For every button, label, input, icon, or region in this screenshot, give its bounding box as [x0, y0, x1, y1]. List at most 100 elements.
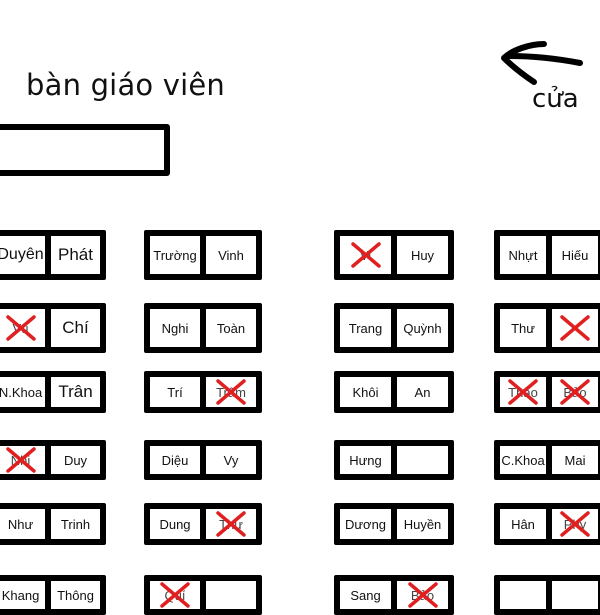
seat-right: Huyền: [397, 509, 448, 539]
seat-left: [500, 581, 552, 609]
student-name: Phy: [563, 516, 587, 532]
student-name: Bảo: [563, 384, 587, 400]
desk-c3r3: Khôi An: [334, 371, 454, 413]
seat-left: Vũ: [0, 309, 51, 347]
student-name: Vy: [223, 452, 239, 468]
seat-right: Vinh: [206, 236, 256, 274]
desk-c4r3: Thảo Bảo: [494, 371, 600, 413]
seat-left: Duyên: [0, 236, 51, 274]
student-name: N.Khoa: [0, 384, 43, 400]
seat-right: Trinh: [51, 509, 100, 539]
student-name: Nhi: [10, 452, 31, 468]
seat-right: Duy: [51, 446, 100, 474]
desk-c3r5: Dương Huyền: [334, 503, 454, 545]
student-name: Trinh: [60, 516, 91, 532]
student-name: Quí: [164, 587, 186, 603]
student-name: Vinh: [218, 247, 244, 263]
seat-right: Thư: [206, 509, 256, 539]
seat-left: Nhựt: [500, 236, 552, 274]
desk-c4r5: Hân Phy: [494, 503, 600, 545]
seat-left: Sang: [340, 581, 397, 609]
desk-c4r6: [494, 575, 600, 615]
desk-c1r1: Duyên Phát: [0, 230, 106, 280]
student-name: Bảo: [410, 587, 435, 603]
student-name: Hân: [511, 516, 535, 532]
seat-left: Quí: [150, 581, 206, 609]
student-name: Nhựt: [508, 247, 538, 263]
seat-left: C.Khoa: [500, 446, 552, 474]
seat-right: Vy: [206, 446, 256, 474]
student-name: Thảo: [508, 384, 538, 400]
seat-right: [206, 581, 256, 609]
seat-left: Trường: [150, 236, 206, 274]
student-name: Phát: [58, 245, 93, 264]
seat-right: Hiếu: [552, 236, 598, 274]
student-name: Diệu: [161, 452, 189, 468]
teacher-desk-label: bàn giáo viên: [26, 68, 226, 102]
student-name: Duy: [63, 452, 88, 468]
left-arrow-icon: [501, 41, 583, 85]
seat-right: Bảo: [397, 581, 448, 609]
desk-c3r1: Vi Huy: [334, 230, 454, 280]
student-name: Thông: [57, 587, 94, 603]
student-name: Hưng: [349, 452, 382, 468]
seat-right: Phy: [552, 509, 598, 539]
seat-left: Nhi: [0, 446, 51, 474]
cross-mark-icon: [560, 315, 590, 341]
seat-left: Diệu: [150, 446, 206, 474]
teacher-desk: [0, 124, 170, 176]
seat-right: [552, 309, 598, 347]
seat-left: Dương: [340, 509, 397, 539]
student-name: Vũ: [12, 320, 29, 336]
seat-right: Huy: [397, 236, 448, 274]
desk-c1r4: Nhi Duy: [0, 440, 106, 480]
seat-left: Như: [0, 509, 51, 539]
desk-c4r1: Nhựt Hiếu: [494, 230, 600, 280]
student-name: Thư: [511, 320, 535, 336]
student-name: Trường: [153, 247, 197, 263]
door-label: cửa: [532, 84, 579, 114]
student-name: Khôi: [352, 384, 379, 400]
student-name: Dung: [159, 516, 191, 532]
seat-left: Khôi: [340, 377, 397, 407]
seat-right: [552, 581, 598, 609]
seat-left: Hưng: [340, 446, 397, 474]
seat-right: Quỳnh: [397, 309, 448, 347]
seat-right: Bảo: [552, 377, 598, 407]
seat-right: [397, 446, 448, 474]
student-name: Sang: [350, 587, 381, 603]
student-name: Mai: [564, 452, 586, 468]
student-name: Chí: [62, 318, 89, 337]
desk-c4r2: Thư: [494, 303, 600, 353]
student-name: Vi: [359, 247, 372, 263]
desk-c2r5: Dung Thư: [144, 503, 262, 545]
student-name: Như: [7, 516, 34, 532]
student-name: Duyên: [0, 246, 44, 263]
desk-c3r4: Hưng: [334, 440, 454, 480]
student-name: Huy: [410, 247, 435, 263]
seat-right: Chí: [51, 309, 100, 347]
student-name: An: [414, 384, 431, 400]
student-name: Hiếu: [561, 247, 589, 263]
student-name: Thư: [219, 516, 243, 532]
seat-left: Nghi: [150, 309, 206, 347]
desk-c2r2: Nghi Toàn: [144, 303, 262, 353]
student-name: Nghi: [161, 320, 189, 336]
desk-c2r4: Diệu Vy: [144, 440, 262, 480]
student-name: Quỳnh: [403, 320, 442, 336]
seat-right: Trân: [51, 377, 100, 407]
student-name: Trâm: [216, 384, 246, 400]
seat-left: Thư: [500, 309, 552, 347]
seat-right: Thông: [51, 581, 100, 609]
seat-right: Phát: [51, 236, 100, 274]
seat-right: Trâm: [206, 377, 256, 407]
seat-left: Dung: [150, 509, 206, 539]
desk-c2r6: Quí: [144, 575, 262, 615]
seat-left: Vi: [340, 236, 397, 274]
seat-left: Khang: [0, 581, 51, 609]
student-name: Toàn: [216, 320, 246, 336]
student-name: Dương: [344, 516, 387, 532]
desk-c3r6: Sang Bảo: [334, 575, 454, 615]
